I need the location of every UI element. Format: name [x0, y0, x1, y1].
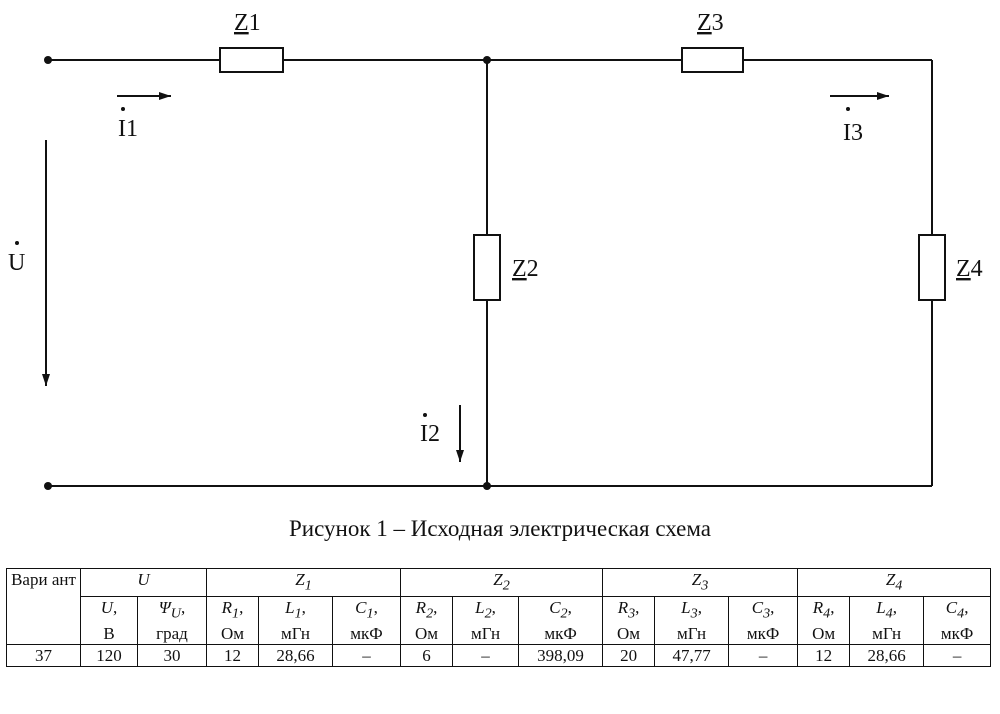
- table-cell: 12: [206, 643, 259, 667]
- column-header: C1,мкФ: [331, 596, 402, 645]
- table-cell: –: [331, 643, 402, 667]
- terminal-bottom: [44, 482, 52, 490]
- z3-label: Z3: [697, 10, 724, 36]
- column-header: U,В: [80, 596, 138, 645]
- node-top: [483, 56, 491, 64]
- column-header: L1,мГн: [258, 596, 333, 645]
- group-z1: Z1: [205, 567, 402, 598]
- group-header-row: Вари ант U Z1 Z2 Z3 Z4: [6, 567, 992, 645]
- column-header: C3,мкФ: [728, 596, 799, 645]
- u-label: U: [8, 250, 25, 276]
- z2-resistor: [473, 234, 501, 301]
- column-header: R4,Ом: [797, 596, 851, 645]
- table-cell: –: [452, 643, 520, 667]
- table-cell: 6: [400, 643, 454, 667]
- group-u: U: [80, 567, 207, 598]
- i3-dot: [846, 107, 850, 111]
- z1-resistor: [219, 47, 284, 73]
- table-cell: 12: [797, 643, 851, 667]
- circuit-diagram: Z1 Z3 Z2 Z4 I1 I3 I2 U: [8, 10, 983, 490]
- group-z3: Z3: [602, 567, 799, 598]
- column-header: L3,мГн: [654, 596, 730, 645]
- i1-label: I1: [118, 116, 138, 142]
- table-cell: 20: [602, 643, 656, 667]
- table-cell: 28,66: [258, 643, 333, 667]
- z4-label: Z4: [956, 256, 983, 282]
- i2-dot: [423, 413, 427, 417]
- group-z4: Z4: [797, 567, 992, 598]
- variant-header: Вари ант: [6, 568, 81, 645]
- table-cell: 47,77: [654, 643, 730, 667]
- group-z2: Z2: [400, 567, 604, 598]
- table-cell: –: [728, 643, 799, 667]
- column-header: C2,мкФ: [518, 596, 604, 645]
- table-cell: 120: [80, 643, 138, 667]
- table-cell: 398,09: [518, 643, 604, 667]
- column-header: L4,мГн: [849, 596, 925, 645]
- i2-label: I2: [420, 421, 440, 447]
- z1-label: Z1: [234, 10, 261, 36]
- table-cell: 37: [6, 643, 81, 667]
- column-header: R2,Ом: [400, 596, 454, 645]
- column-header: L2,мГн: [452, 596, 520, 645]
- column-header: C4,мкФ: [923, 596, 992, 645]
- i1-dot: [121, 107, 125, 111]
- i3-label: I3: [843, 120, 863, 146]
- column-header: R1,Ом: [206, 596, 259, 645]
- column-header: R3,Ом: [602, 596, 656, 645]
- z3-resistor: [681, 47, 744, 73]
- terminal-top: [44, 56, 52, 64]
- table-cell: 30: [137, 643, 207, 667]
- node-bottom: [483, 482, 491, 490]
- figure-caption: Рисунок 1 – Исходная электрическая схема: [289, 516, 711, 541]
- table-cell: 28,66: [849, 643, 925, 667]
- z2-label: Z2: [512, 256, 539, 282]
- column-header: ΨU,град: [137, 596, 207, 645]
- u-dot: [15, 241, 19, 245]
- table-cell: –: [923, 643, 992, 667]
- z4-resistor: [918, 234, 946, 301]
